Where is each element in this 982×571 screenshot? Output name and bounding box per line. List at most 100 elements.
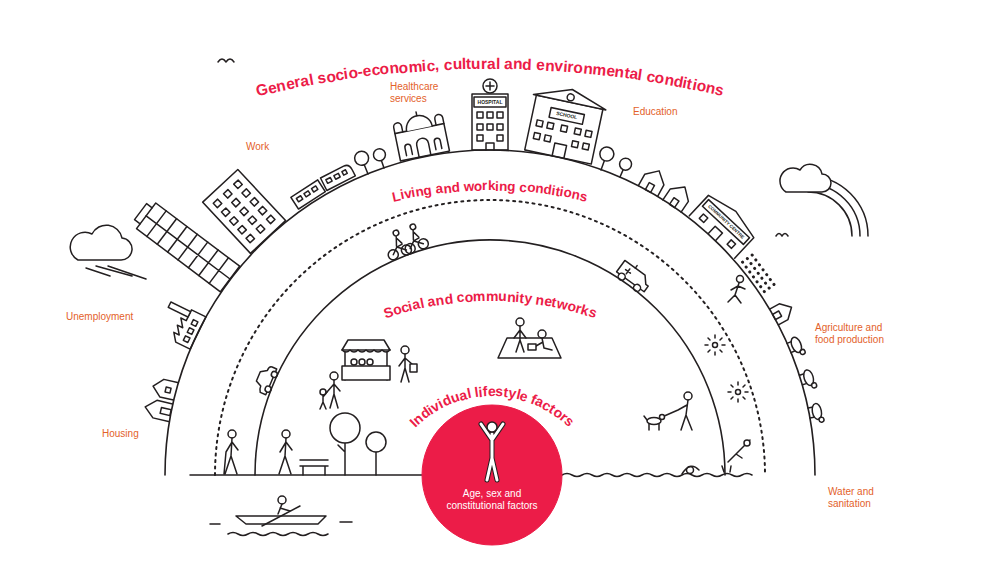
- band-title: Social and community networks: [377, 287, 604, 321]
- letter: e: [536, 57, 545, 73]
- office-tower: [135, 204, 153, 224]
- cyclists: [405, 229, 424, 249]
- factory: [156, 300, 206, 349]
- houses: [143, 398, 172, 421]
- ground-line: [190, 474, 422, 476]
- core-text: Age, sex and constitutional factors: [433, 488, 551, 512]
- domed-building: [393, 114, 444, 134]
- train: [291, 180, 325, 209]
- core-circle: Age, sex and constitutional factors: [422, 405, 562, 545]
- bird-mark: [776, 234, 788, 237]
- train: [296, 186, 317, 202]
- band-title: General socio-economic, cultural and env…: [249, 53, 732, 100]
- farm-animal: [786, 335, 806, 358]
- school: [522, 82, 609, 165]
- domed-building: [404, 113, 432, 131]
- cyclists: [398, 221, 430, 255]
- letter: g: [507, 180, 516, 194]
- band-title: Individual lifestyle factors: [403, 382, 579, 431]
- letter: m: [408, 58, 423, 74]
- house: [663, 181, 694, 212]
- wind-cloud: [70, 225, 146, 279]
- hospital: [486, 82, 494, 90]
- letter: m: [473, 289, 486, 303]
- ambulance: [617, 260, 653, 291]
- ambulance: [614, 258, 654, 295]
- family: [330, 372, 338, 380]
- park: [300, 413, 386, 475]
- farm-animal: [799, 368, 818, 391]
- house: [645, 183, 654, 193]
- letter: n: [499, 180, 508, 194]
- farm-animal: [787, 342, 795, 353]
- letter: s: [579, 189, 589, 204]
- letter: s: [495, 384, 504, 398]
- house: [670, 198, 679, 208]
- school: [531, 120, 592, 163]
- farm-animal: [799, 349, 806, 356]
- jogger: [728, 276, 745, 304]
- tree: [364, 165, 368, 174]
- office-block: [203, 169, 286, 253]
- community-centre: [689, 190, 758, 258]
- rainbow: [780, 164, 831, 192]
- lamp-light: [713, 343, 718, 348]
- letter: i: [495, 179, 499, 193]
- school: [549, 107, 584, 124]
- shopper: [401, 346, 409, 354]
- core-outline: [422, 405, 562, 545]
- houses: [165, 387, 171, 393]
- hospital: [472, 79, 508, 150]
- sector-label: Water and sanitation: [828, 486, 886, 510]
- farm-animal: [807, 403, 824, 425]
- community-centre: [689, 190, 758, 258]
- farm-house: [770, 299, 796, 324]
- sector-label: Work: [246, 141, 269, 153]
- car: [270, 371, 278, 379]
- ambulance: [617, 272, 627, 282]
- farm-animal: [819, 417, 825, 423]
- tree: [372, 147, 390, 170]
- picnic: [498, 318, 561, 358]
- tree: [618, 156, 634, 172]
- school: [533, 82, 608, 110]
- living-band: Age, sex and constitutional factors Indiv…: [165, 150, 815, 548]
- letter: e: [488, 384, 496, 398]
- letter: n: [582, 60, 593, 76]
- jogger: [728, 283, 745, 303]
- lifestyle-band: Age, sex and constitutional factors Indiv…: [255, 240, 725, 548]
- cyclists: [392, 229, 399, 236]
- diver: [722, 440, 750, 472]
- houses: [160, 408, 171, 416]
- letter: d: [443, 291, 453, 306]
- sector-label: Healthcare services: [390, 81, 448, 105]
- line-art: [70, 59, 868, 545]
- car: [253, 363, 277, 394]
- dog-walker: [660, 415, 665, 420]
- letter: l: [462, 56, 467, 72]
- domed-building: [415, 112, 417, 116]
- rower: [210, 496, 352, 536]
- letter: o: [464, 289, 473, 304]
- letter: f: [482, 384, 488, 398]
- crop-field: [743, 255, 778, 296]
- diver: [722, 440, 750, 472]
- picnic: [536, 338, 552, 350]
- lamp-light: [705, 335, 748, 402]
- market-stall: [342, 340, 390, 350]
- person-figure: [487, 422, 497, 432]
- tree: [620, 170, 623, 177]
- cyclists: [388, 235, 407, 255]
- tree: [601, 161, 604, 170]
- community-centre: [696, 214, 736, 252]
- letter: [532, 57, 537, 73]
- letter: o: [398, 59, 409, 75]
- shopper: [399, 346, 417, 382]
- community-centre: [702, 200, 749, 245]
- school: [567, 93, 575, 101]
- tree: [614, 156, 633, 179]
- letter: [439, 57, 444, 73]
- farm-animal: [811, 382, 817, 388]
- letter: v: [554, 58, 564, 74]
- band-outline: [215, 200, 765, 475]
